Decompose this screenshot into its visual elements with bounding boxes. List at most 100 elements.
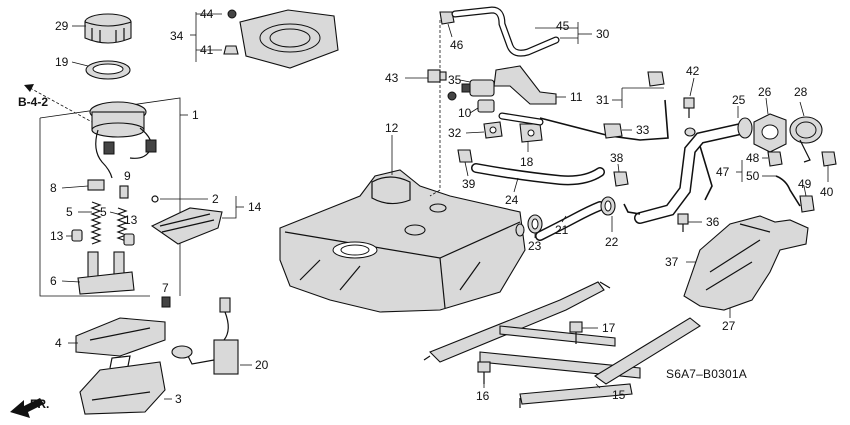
part-13-damper-right (123, 233, 135, 246)
callout-22: 22 (605, 235, 619, 249)
part-43-bolt (427, 69, 447, 83)
part-15-tank-strap (423, 281, 701, 408)
front-arrow-icon (10, 398, 44, 418)
callout-49: 49 (798, 177, 812, 191)
part-32-clip (483, 121, 503, 139)
part-41-grommet (223, 45, 239, 55)
callout-5b: 5 (100, 205, 107, 219)
part-11-valve-bracket (493, 65, 557, 105)
part-20-fuel-gauge-sender (171, 297, 239, 375)
callout-19: 19 (55, 55, 69, 69)
callout-39: 39 (462, 177, 476, 191)
part-35-purge-valve (461, 79, 495, 97)
part-1-fuel-pump-module (89, 101, 157, 179)
callout-15: 15 (612, 388, 626, 402)
part-45-vent-tube (451, 6, 560, 57)
part-21-breather-hose (535, 201, 605, 241)
callout-8: 8 (50, 181, 57, 195)
callout-16: 16 (476, 389, 490, 403)
callout-30: 30 (596, 27, 610, 41)
callout-44: 44 (200, 7, 214, 21)
part-38-clip (613, 171, 629, 187)
callout-10: 10 (458, 106, 472, 120)
part-nozzle (515, 223, 525, 237)
front-arrow-label: FR. (30, 397, 49, 411)
callout-37: 37 (665, 255, 679, 269)
callout-2: 2 (212, 192, 219, 206)
part-44-screw (227, 9, 237, 19)
callout-33: 33 (636, 123, 650, 137)
callout-50: 50 (746, 169, 760, 183)
part-16-bolt (477, 361, 491, 384)
part-36-bolt (677, 213, 689, 232)
part-2-o-ring (151, 195, 159, 203)
callout-25: 25 (732, 93, 746, 107)
part-34-pump-cover (239, 9, 339, 69)
part-19-gasket (85, 60, 131, 80)
part-49-clip (799, 195, 815, 213)
part-18-clip (519, 123, 543, 143)
part-6-pump-bracket (77, 251, 135, 295)
diagram-code: S6A7–B0301A (666, 367, 747, 381)
part-50-tube (775, 175, 801, 207)
callout-7: 7 (162, 281, 169, 295)
callout-20: 20 (255, 358, 269, 372)
callout-9: 9 (124, 169, 131, 183)
callout-1: 1 (192, 108, 199, 122)
part-24-filler-hose (471, 163, 605, 186)
callout-27: 27 (722, 319, 736, 333)
callout-13b: 13 (124, 213, 138, 227)
callout-18: 18 (520, 155, 534, 169)
part-40-clip (821, 151, 837, 167)
part-39-clip (457, 149, 473, 163)
part-48-clip (767, 151, 783, 167)
callout-48: 48 (746, 151, 760, 165)
callout-17: 17 (602, 321, 616, 335)
callout-31: 31 (596, 93, 610, 107)
callout-21: 21 (555, 223, 569, 237)
reference-arrow-icon (24, 84, 34, 92)
part-31-connector (647, 71, 665, 87)
callout-13a: 13 (50, 229, 64, 243)
part-33-clip (603, 123, 623, 139)
part-10-valve (477, 99, 495, 113)
callout-36: 36 (706, 215, 720, 229)
part-46-clip (439, 11, 455, 25)
callout-46: 46 (450, 38, 464, 52)
callout-12: 12 (385, 121, 399, 135)
callout-47: 47 (716, 165, 730, 179)
callout-14: 14 (248, 200, 262, 214)
callout-43: 43 (385, 71, 399, 85)
callout-5a: 5 (66, 205, 73, 219)
callout-3: 3 (175, 392, 182, 406)
callout-45: 45 (556, 19, 570, 33)
part-12-fuel-tank (279, 169, 526, 313)
part-17-bolt (569, 321, 583, 344)
part-8-clip (87, 179, 105, 191)
part-27-tank-shield (683, 215, 809, 311)
part-25-filler-pipe (623, 117, 753, 224)
callout-42: 42 (686, 64, 700, 78)
part-42-bolt (683, 97, 695, 118)
part-5-spring-left (90, 201, 102, 245)
callout-28: 28 (794, 85, 808, 99)
part-28-fuel-cap (789, 116, 823, 163)
part-22-hose-clamp (600, 196, 616, 216)
part-13-damper-left (71, 229, 83, 242)
callout-35: 35 (448, 73, 462, 87)
part-4-pump-filter (75, 317, 166, 357)
callout-24: 24 (505, 193, 519, 207)
callout-32: 32 (448, 126, 462, 140)
part-3-pump-housing (79, 355, 166, 415)
callout-23: 23 (528, 239, 542, 253)
callout-34: 34 (170, 29, 184, 43)
callout-11: 11 (570, 90, 583, 104)
part-26-filler-base (753, 113, 787, 153)
callout-26: 26 (758, 85, 772, 99)
part-14-fuel-filter (150, 207, 223, 245)
part-29-lock-ring (84, 13, 132, 44)
reference-label: B-4-2 (18, 95, 48, 109)
callout-38: 38 (610, 151, 624, 165)
callout-41: 41 (200, 43, 214, 57)
